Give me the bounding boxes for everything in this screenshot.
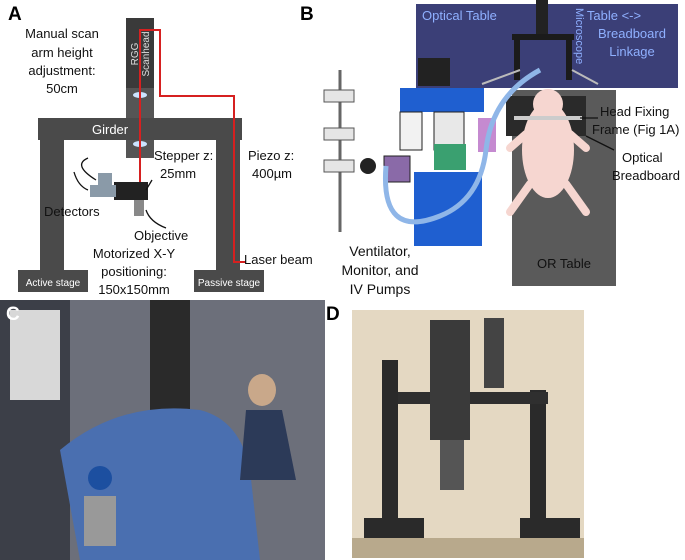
ventilator-bellows (360, 158, 376, 174)
photo-c-person-body (240, 410, 296, 480)
iv-pump-2 (323, 127, 355, 141)
ventilator-box (383, 155, 411, 183)
scanhead-label-line1: RGG (130, 42, 141, 65)
scan-arm-label: Manual scan arm height adjustment: 50cm (25, 26, 99, 96)
ventilator-tubing (382, 67, 542, 225)
laser-beam-label: Laser beam (244, 252, 313, 267)
cart-gauges (433, 111, 465, 151)
photo-d-left-stage (364, 518, 424, 538)
xy-label-line2: positioning: (101, 264, 167, 279)
microscope-label: Microscope (573, 8, 585, 64)
iv-pump-1 (323, 89, 355, 103)
stepper-label-line2: 25mm (160, 166, 196, 181)
microscope-head (536, 0, 548, 34)
panel-a-letter: A (8, 4, 22, 25)
panel-d: D (326, 304, 584, 558)
detector-arrow-1 (80, 157, 97, 181)
objective-arrow (145, 209, 167, 229)
stepper-label-line1: Stepper z: (154, 148, 213, 163)
scanhead-label-line2: Scanhead (141, 31, 152, 76)
breadboard-label-line2: Breadboard (612, 168, 680, 183)
photo-d-left-column (382, 360, 398, 530)
photo-d-girder (398, 392, 548, 404)
pig-head (533, 89, 563, 119)
linkage-label-line2: Breadboard (598, 26, 666, 41)
photo-d-stage-tower (484, 318, 504, 388)
cart-top (400, 88, 484, 112)
panel-d-letter: D (326, 304, 340, 325)
scan-arm-label-line3: adjustment: (28, 63, 95, 78)
ventilator-label-line1: Ventilator, (349, 243, 411, 259)
cart-vaporizers (434, 144, 466, 170)
detectors-label: Detectors (44, 204, 100, 219)
passive-stage (194, 270, 264, 292)
photo-c-monitor-stack (10, 310, 60, 400)
piezo-label-line2: 400µm (252, 166, 292, 181)
photo-c-microscope (150, 300, 190, 420)
panel-c-letter: C (6, 304, 20, 325)
piezo-label-line1: Piezo z: (248, 148, 294, 163)
objective-label: Objective (134, 228, 188, 243)
scan-arm-label-line2: arm height (31, 45, 93, 60)
optical-table-label: Optical Table (422, 8, 497, 23)
girder-label: Girder (92, 122, 129, 137)
photo-d-objective-assembly (440, 440, 464, 490)
panel-a: A Manual scan arm height adjustment: 50c… (8, 4, 313, 297)
photo-d-scanhead-assembly (430, 320, 470, 440)
stepper-arrow (145, 179, 153, 191)
microscope-crossbar (512, 34, 574, 40)
scan-arm-label-line1: Manual scan (25, 26, 99, 41)
detector-upper (98, 173, 112, 185)
linkage-label-line3: Linkage (609, 44, 655, 59)
head-fixing-frame (514, 116, 582, 120)
girder-right-leg (216, 140, 240, 270)
photo-c-canister (84, 496, 116, 546)
panel-b: B Optical Table Microscope Table <-> Bre… (300, 0, 680, 297)
ventilator-label-line3: IV Pumps (350, 281, 411, 297)
iv-pump-3 (323, 159, 355, 173)
cart-side-panel (399, 111, 423, 151)
linkage-label-line1: Table <-> (587, 8, 641, 23)
photo-c-person-head (248, 374, 276, 406)
microscope-left-post (514, 40, 520, 80)
girder-left-leg (40, 140, 64, 270)
ventilator-label-line2: Monitor, and (341, 262, 418, 278)
photo-d-table-surface (352, 538, 584, 558)
stepper-block (114, 182, 148, 200)
photo-d-right-stage (520, 518, 580, 538)
passive-stage-label: Passive stage (198, 278, 261, 289)
xy-label-line1: Motorized X-Y (93, 246, 176, 261)
cart-body (414, 172, 482, 246)
breadboard-pointer (585, 135, 615, 151)
panel-c: C (0, 300, 325, 560)
linkage-bars (481, 69, 599, 85)
photo-d-right-column (530, 390, 546, 530)
photo-c-device-gauge (88, 466, 112, 490)
breadboard-label-line1: Optical (622, 150, 663, 165)
xy-label-line3: 150x150mm (98, 282, 170, 297)
active-stage (18, 270, 88, 292)
head-frame-label-line2: Frame (Fig 1A) (592, 122, 679, 137)
detector-housing (90, 185, 116, 197)
pig-silhouette (506, 89, 590, 216)
or-table-label: OR Table (537, 256, 591, 271)
laser-beam-path (139, 29, 246, 263)
microscope-right-post (566, 40, 572, 80)
panel-b-letter: B (300, 4, 314, 25)
cart-monitor (418, 58, 450, 86)
pig-legs (506, 130, 590, 216)
head-frame-label-line1: Head Fixing (600, 104, 669, 119)
active-stage-label: Active stage (26, 278, 81, 289)
scan-arm-label-line4: 50cm (46, 81, 78, 96)
objective-lens (134, 200, 144, 216)
pig-body (522, 102, 574, 198)
detector-arrow-2 (73, 171, 89, 191)
